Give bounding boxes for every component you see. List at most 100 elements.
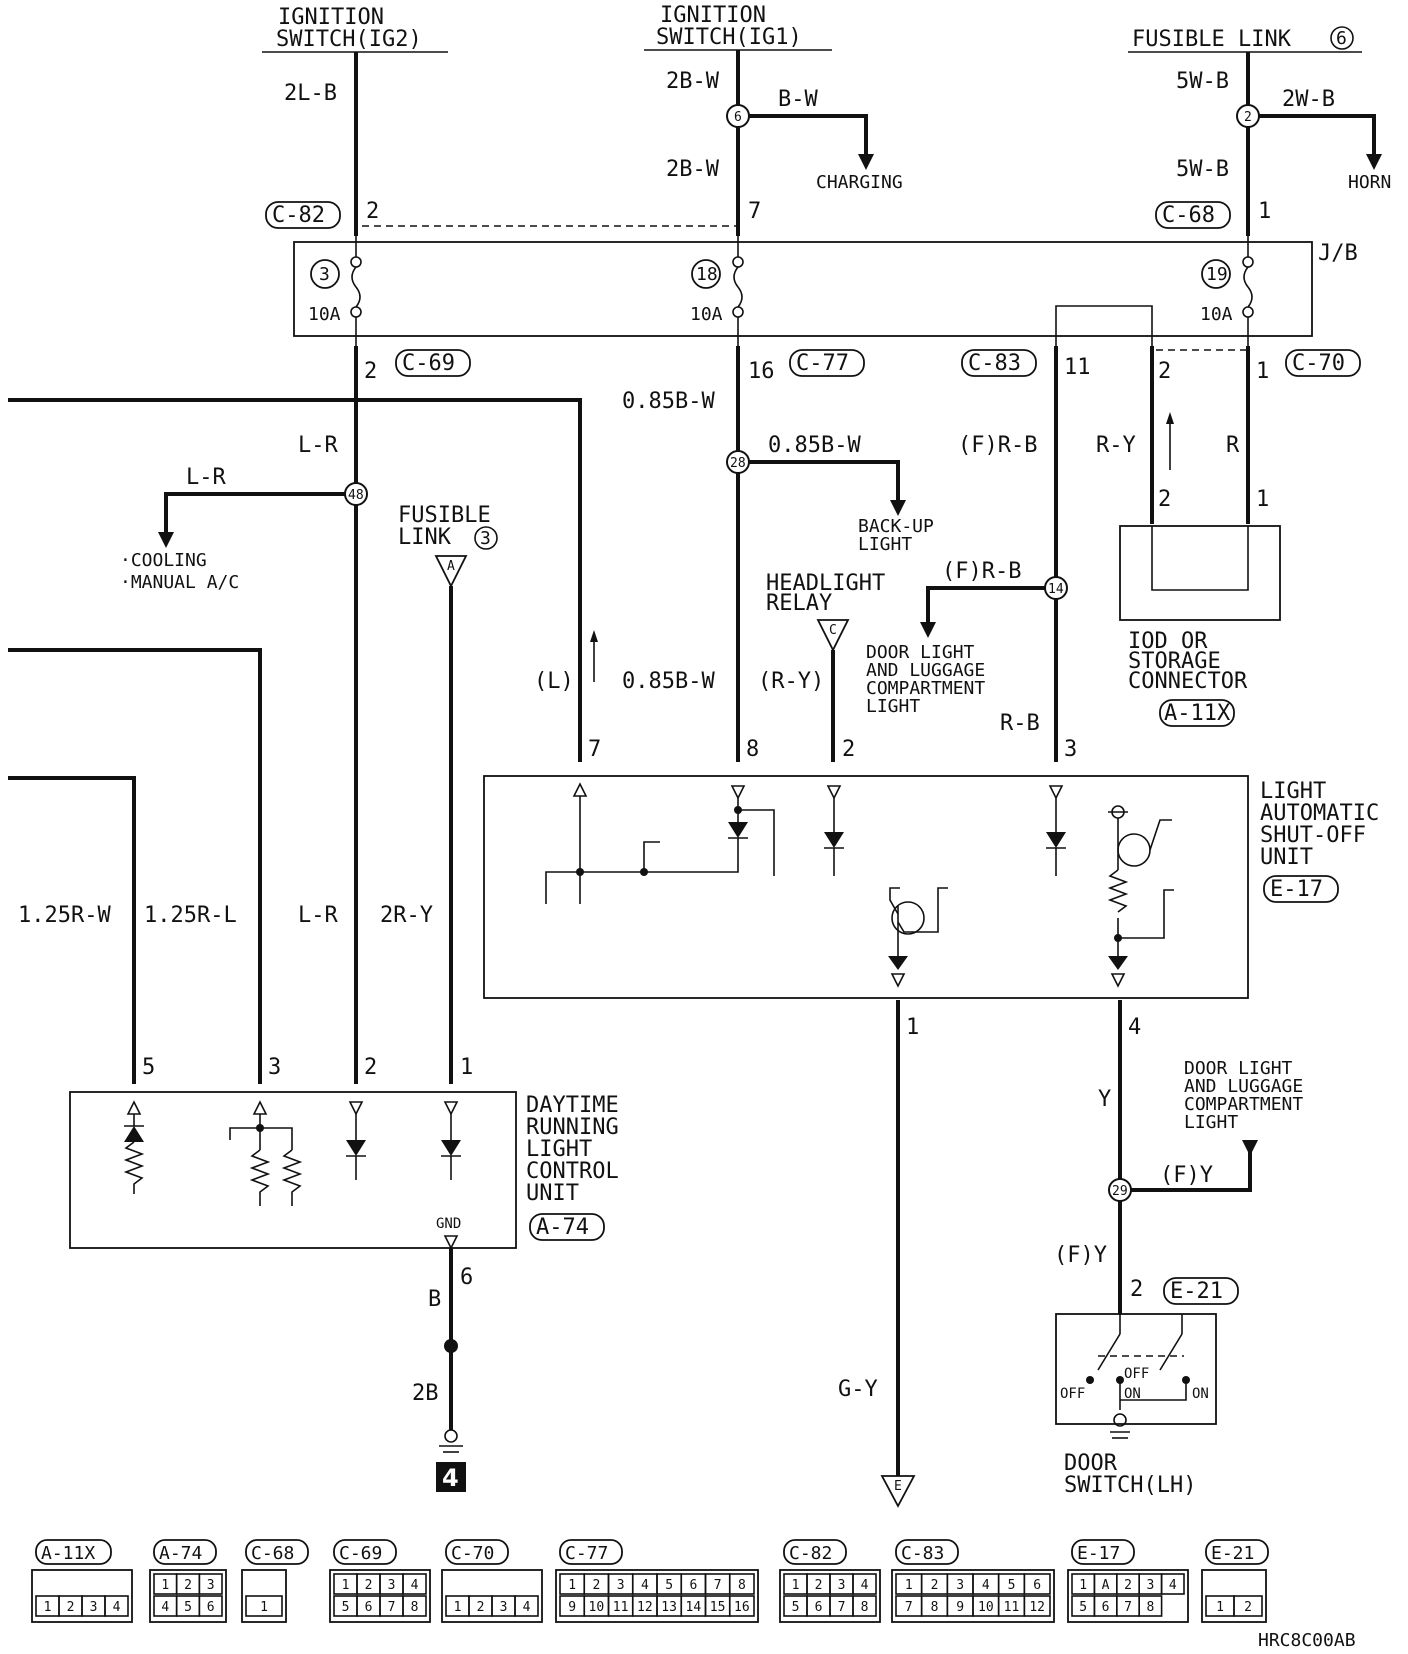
door-light-2-label-3: COMPARTMENT (1184, 1094, 1303, 1115)
junction-29: 29 (1108, 1178, 1132, 1202)
junction-6: 6 (726, 104, 750, 128)
wire-label: 0.85B-W (622, 669, 715, 694)
fusible-link-3-num: 3 (480, 528, 491, 549)
svg-text:2: 2 (1244, 110, 1252, 125)
legend-pin: 6 (207, 1600, 215, 1615)
svg-text:SWITCH(IG2): SWITCH(IG2) (276, 27, 422, 52)
cooling-label: ·COOLING (120, 550, 207, 571)
wire-125rw (8, 776, 136, 1084)
connector-c77-label: C-77 (789, 349, 865, 377)
legend-pin: 1 (454, 1600, 462, 1615)
legend-pin: 14 (686, 1600, 702, 1615)
legend-pin: 6 (1033, 1578, 1041, 1593)
switch-off-right: OFF (1124, 1366, 1149, 1382)
fusible-link-3-label-2: LINK (398, 525, 452, 550)
legend-pin: 2 (931, 1578, 939, 1593)
a74-label: DAYTIME (526, 1093, 619, 1118)
legend-pin: 2 (365, 1578, 373, 1593)
door-light-2-label-4: LIGHT (1184, 1112, 1238, 1133)
connector-c70-label: C-70 (1285, 349, 1361, 377)
e17-label-4: UNIT (1260, 845, 1313, 870)
svg-text:SWITCH(IG1): SWITCH(IG1) (656, 25, 802, 50)
svg-text:6: 6 (734, 110, 742, 125)
svg-text:IGNITION: IGNITION (278, 5, 384, 30)
fuse-18: 18 10A (690, 256, 744, 325)
legend-pin: 3 (956, 1578, 964, 1593)
wire-lr-branch (164, 492, 356, 536)
svg-text:10A: 10A (308, 304, 341, 325)
svg-text:FUSIBLE LINK: FUSIBLE LINK (1132, 27, 1292, 52)
legend-pin: 8 (738, 1578, 746, 1593)
legend-pin: 3 (207, 1578, 215, 1593)
switch-on-right-label: ON (1192, 1386, 1209, 1402)
wire-label: (F)Y (1054, 1243, 1107, 1268)
pin-label: 16 (748, 359, 775, 384)
legend-pin: 7 (388, 1600, 396, 1615)
pin-label: 2 (364, 1055, 377, 1080)
terminal-c: C (816, 619, 850, 653)
legend-pin: 5 (1008, 1578, 1016, 1593)
wire-label: 2L-B (284, 81, 337, 106)
legend-code: C-83 (901, 1543, 944, 1564)
legend-pin: 5 (792, 1600, 800, 1615)
connector-a11x-label: A-11X (1159, 699, 1235, 727)
legend-pin: 2 (1124, 1578, 1132, 1593)
pin-label: 8 (746, 737, 759, 762)
legend-connector-c-68: C-681 (241, 1539, 309, 1623)
e17-internal-circuit (545, 782, 1174, 988)
svg-text:A-74: A-74 (536, 1215, 589, 1240)
wire-bw (738, 114, 868, 158)
svg-text:C-68: C-68 (1162, 203, 1215, 228)
svg-text:C: C (829, 623, 837, 638)
light-auto-shutoff-unit (483, 775, 1249, 999)
switch-on-left: ON (1124, 1386, 1141, 1402)
legend-pin: 5 (665, 1578, 673, 1593)
wire-label: (R-Y) (758, 669, 824, 694)
ground-point-4: 4 (436, 1462, 466, 1492)
wire-label: 5W-B (1176, 157, 1229, 182)
legend-pin: 6 (1102, 1600, 1110, 1615)
pin-label: 11 (1064, 355, 1091, 380)
wire-label: Y (1098, 1087, 1111, 1112)
svg-text:10A: 10A (690, 304, 723, 325)
door-switch-label: DOOR (1064, 1451, 1118, 1476)
legend-code: E-17 (1077, 1543, 1120, 1564)
terminal-e: E (880, 1475, 916, 1508)
connector-e21-label: E-21 (1163, 1277, 1239, 1305)
legend-pin: A (1102, 1578, 1110, 1593)
wire-label: 1.25R-W (18, 903, 111, 928)
ground-symbol (439, 1429, 463, 1453)
legend-pin: 6 (689, 1578, 697, 1593)
pin-label: 1 (460, 1055, 473, 1080)
legend-code: C-82 (789, 1543, 832, 1564)
wire-label: (F)R-B (942, 559, 1021, 584)
legend-pin: 4 (523, 1600, 531, 1615)
legend-pin: 5 (342, 1600, 350, 1615)
svg-text:29: 29 (1112, 1184, 1128, 1199)
pin-label: 2 (366, 199, 379, 224)
legend-pin: 2 (1244, 1600, 1252, 1615)
pin-label: 7 (588, 737, 601, 762)
legend-code: C-77 (565, 1543, 608, 1564)
pin-label: 3 (1064, 737, 1077, 762)
horn-label: HORN (1348, 172, 1391, 193)
svg-text:48: 48 (348, 488, 364, 503)
wire-085bw-branch (738, 460, 900, 504)
legend-pin: 4 (1169, 1578, 1177, 1593)
door-switch-contacts (1086, 1314, 1190, 1439)
legend-pin: 1 (568, 1578, 576, 1593)
junction-2: 2 (1236, 104, 1260, 128)
legend-pin: 3 (838, 1578, 846, 1593)
wire-label: G-Y (838, 1377, 878, 1402)
connector-a74-label: A-74 (529, 1213, 605, 1241)
legend-pin: 7 (905, 1600, 913, 1615)
drl-control-unit (69, 1091, 517, 1249)
legend-code: E-21 (1211, 1543, 1254, 1564)
splice-point (444, 1339, 458, 1353)
junction-block (293, 241, 1313, 337)
